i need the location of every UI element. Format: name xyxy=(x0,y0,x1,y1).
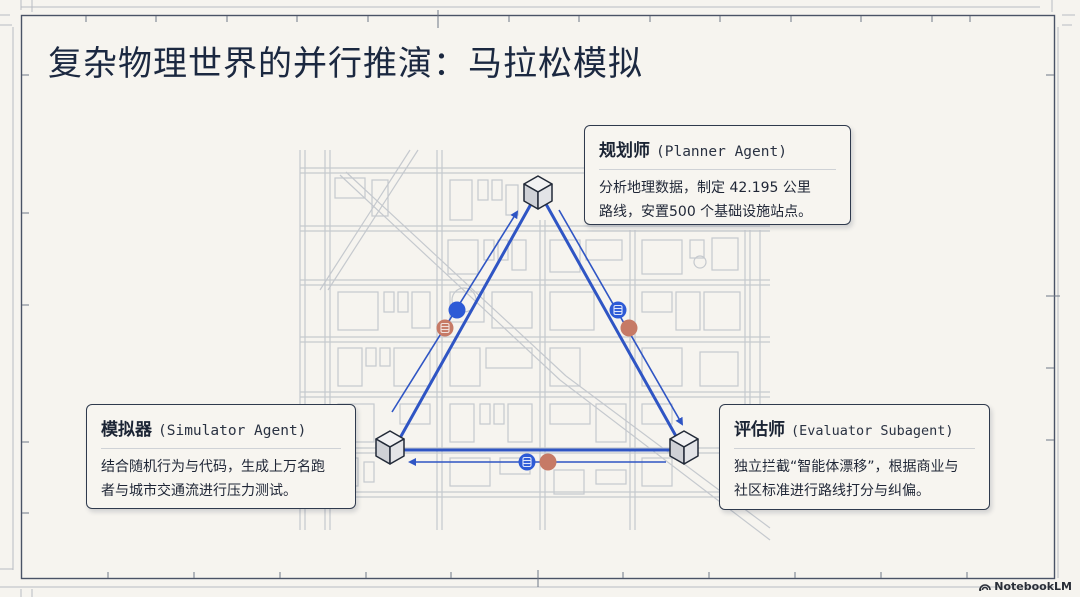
evaluator-agent-card: 评估师 (Evaluator Subagent) 独立拦截“智能体漂移”，根据商… xyxy=(719,404,990,510)
data-tokens xyxy=(436,301,638,471)
notebooklm-logo-icon xyxy=(979,584,992,591)
agent-english-name: (Planner Agent) xyxy=(656,144,787,160)
card-header: 评估师 (Evaluator Subagent) xyxy=(734,415,975,449)
agent-name: 评估师 xyxy=(734,420,785,440)
agent-english-name: (Evaluator Subagent) xyxy=(791,423,954,439)
edge-simulator-planner xyxy=(398,202,533,440)
page-title: 复杂物理世界的并行推演：马拉松模拟 xyxy=(48,44,643,84)
agent-english-name: (Simulator Agent) xyxy=(158,423,307,439)
message-flows xyxy=(391,209,683,466)
cube-icon-evaluator xyxy=(669,430,699,465)
notebooklm-branding: NotebookLM xyxy=(979,580,1072,593)
token-orange-database xyxy=(436,319,454,337)
brand-label: NotebookLM xyxy=(994,580,1072,593)
database-icon xyxy=(522,456,532,468)
database-icon xyxy=(440,322,450,334)
frame-ticks xyxy=(22,10,1060,587)
agent-description: 分析地理数据，制定 42.195 公里 路线，安置500 个基础设施站点。 xyxy=(599,180,813,220)
agent-links xyxy=(398,202,679,452)
card-header: 模拟器 (Simulator Agent) xyxy=(101,415,341,449)
simulator-agent-card: 模拟器 (Simulator Agent) 结合随机行为与代码，生成上万名跑 者… xyxy=(86,404,356,509)
token-orange xyxy=(539,453,557,471)
card-header: 规划师 (Planner Agent) xyxy=(599,136,836,170)
agent-description: 结合随机行为与代码，生成上万名跑 者与城市交通流进行压力测试。 xyxy=(101,459,325,499)
agent-name: 模拟器 xyxy=(101,420,152,440)
database-icon xyxy=(613,304,623,316)
agent-name: 规划师 xyxy=(599,141,650,161)
token-orange xyxy=(620,319,638,337)
token-blue-database xyxy=(609,301,627,319)
planner-agent-card: 规划师 (Planner Agent) 分析地理数据，制定 42.195 公里 … xyxy=(584,125,851,225)
agent-description: 独立拦截“智能体漂移”，根据商业与 社区标准进行路线打分与纠偏。 xyxy=(734,459,959,499)
token-blue-database xyxy=(518,453,536,471)
edge-planner-evaluator xyxy=(544,202,679,440)
cube-icon-simulator xyxy=(375,430,405,465)
cube-icon-planner xyxy=(523,175,553,210)
token-blue xyxy=(448,301,466,319)
